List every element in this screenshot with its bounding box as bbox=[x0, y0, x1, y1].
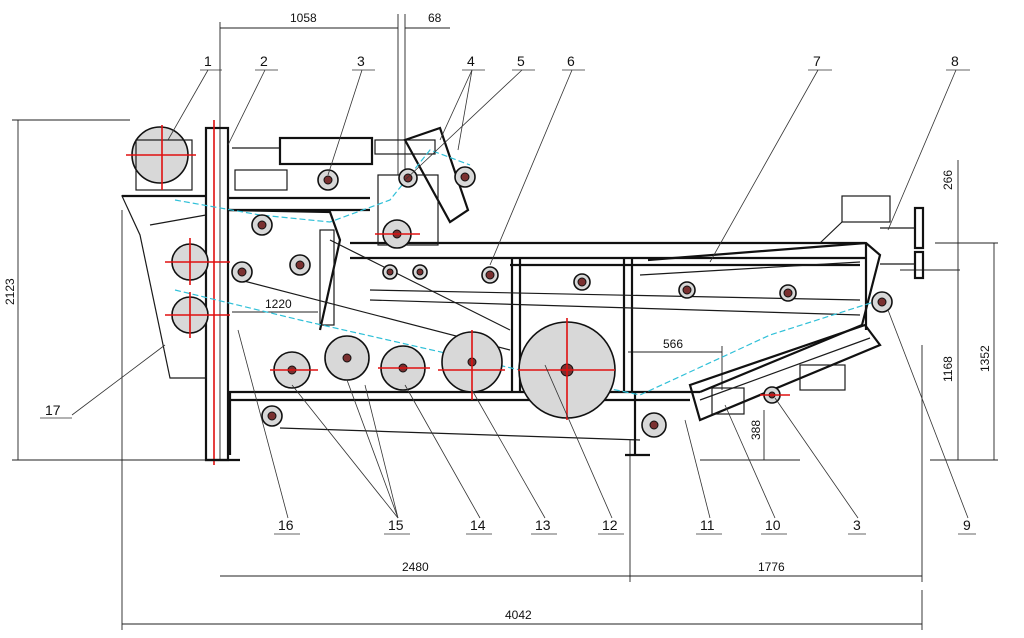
machine-frame bbox=[121, 120, 925, 465]
callout-8: 8 bbox=[951, 53, 959, 69]
callout-5: 5 bbox=[517, 53, 525, 69]
dim-1220: 1220 bbox=[265, 297, 292, 311]
dim-266: 266 bbox=[941, 170, 955, 190]
callout-15: 15 bbox=[388, 517, 404, 533]
callout-1: 1 bbox=[204, 53, 212, 69]
callout-3-bottom: 3 bbox=[853, 517, 861, 533]
callout-leaders bbox=[71, 69, 969, 519]
callout-7: 7 bbox=[813, 53, 821, 69]
callout-9: 9 bbox=[963, 517, 971, 533]
dim-2123: 2123 bbox=[3, 278, 17, 305]
dim-4042: 4042 bbox=[505, 608, 532, 622]
tension-cylinder bbox=[232, 126, 470, 246]
callout-10: 10 bbox=[765, 517, 781, 533]
dimension-lines bbox=[12, 14, 998, 630]
callout-4: 4 bbox=[467, 53, 475, 69]
callout-labels: 1 2 3 4 5 6 7 8 17 16 15 14 13 12 11 10 … bbox=[40, 53, 976, 535]
callout-17: 17 bbox=[45, 402, 61, 418]
rollers bbox=[165, 166, 893, 438]
dim-566: 566 bbox=[663, 337, 683, 351]
drive-motor bbox=[126, 125, 196, 191]
callout-16: 16 bbox=[278, 517, 294, 533]
callout-6: 6 bbox=[567, 53, 575, 69]
dim-1168: 1168 bbox=[941, 356, 955, 382]
dim-1352: 1352 bbox=[978, 345, 992, 372]
callout-3-top: 3 bbox=[357, 53, 365, 69]
callout-12: 12 bbox=[602, 517, 618, 533]
dim-2480: 2480 bbox=[402, 560, 429, 574]
dim-388: 388 bbox=[749, 420, 763, 440]
callout-11: 11 bbox=[700, 517, 715, 533]
dim-1058: 1058 bbox=[290, 11, 317, 25]
dimension-labels: 1058 68 2123 1220 566 266 1168 1352 388 … bbox=[3, 11, 992, 622]
callout-13: 13 bbox=[535, 517, 551, 533]
dim-1776: 1776 bbox=[758, 560, 785, 574]
callout-14: 14 bbox=[470, 517, 486, 533]
dim-68: 68 bbox=[428, 11, 442, 25]
callout-2: 2 bbox=[260, 53, 268, 69]
